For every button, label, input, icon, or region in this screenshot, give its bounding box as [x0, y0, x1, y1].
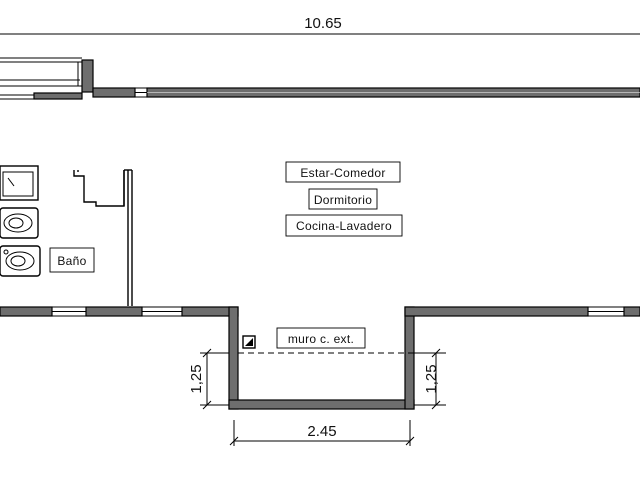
bathroom-fixtures: Baño: [0, 165, 95, 277]
balcony-dimensions: 1,25 1,25 2.45: [188, 348, 446, 446]
column-icon: [242, 335, 256, 349]
room-label-kitchen: Cocina-Lavadero: [296, 219, 392, 233]
interior-partition: [73, 169, 133, 306]
exterior-wall-label: muro c. ext.: [288, 332, 354, 346]
bottom-wall: [0, 306, 640, 410]
shower-icon: [0, 165, 39, 201]
top-wall: [81, 59, 640, 98]
room-label-living: Estar-Comedor: [300, 166, 385, 180]
top-left-volume: [0, 57, 83, 100]
balcony-depth-right-text: 1,25: [423, 364, 440, 393]
room-label-bedroom: Dormitorio: [314, 193, 372, 207]
toilet-icon: [0, 207, 39, 239]
overall-dimension-text: 10.65: [304, 15, 342, 32]
balcony-depth-left-text: 1,25: [188, 364, 205, 393]
balcony-width-text: 2.45: [307, 423, 336, 440]
bidet-icon: [0, 245, 41, 277]
balcony-annotation: muro c. ext.: [242, 327, 366, 349]
overall-dimension: 10.65: [0, 15, 640, 35]
room-labels: Estar-Comedor Dormitorio Cocina-Lavadero: [285, 161, 403, 237]
room-label-bathroom: Baño: [57, 254, 86, 268]
